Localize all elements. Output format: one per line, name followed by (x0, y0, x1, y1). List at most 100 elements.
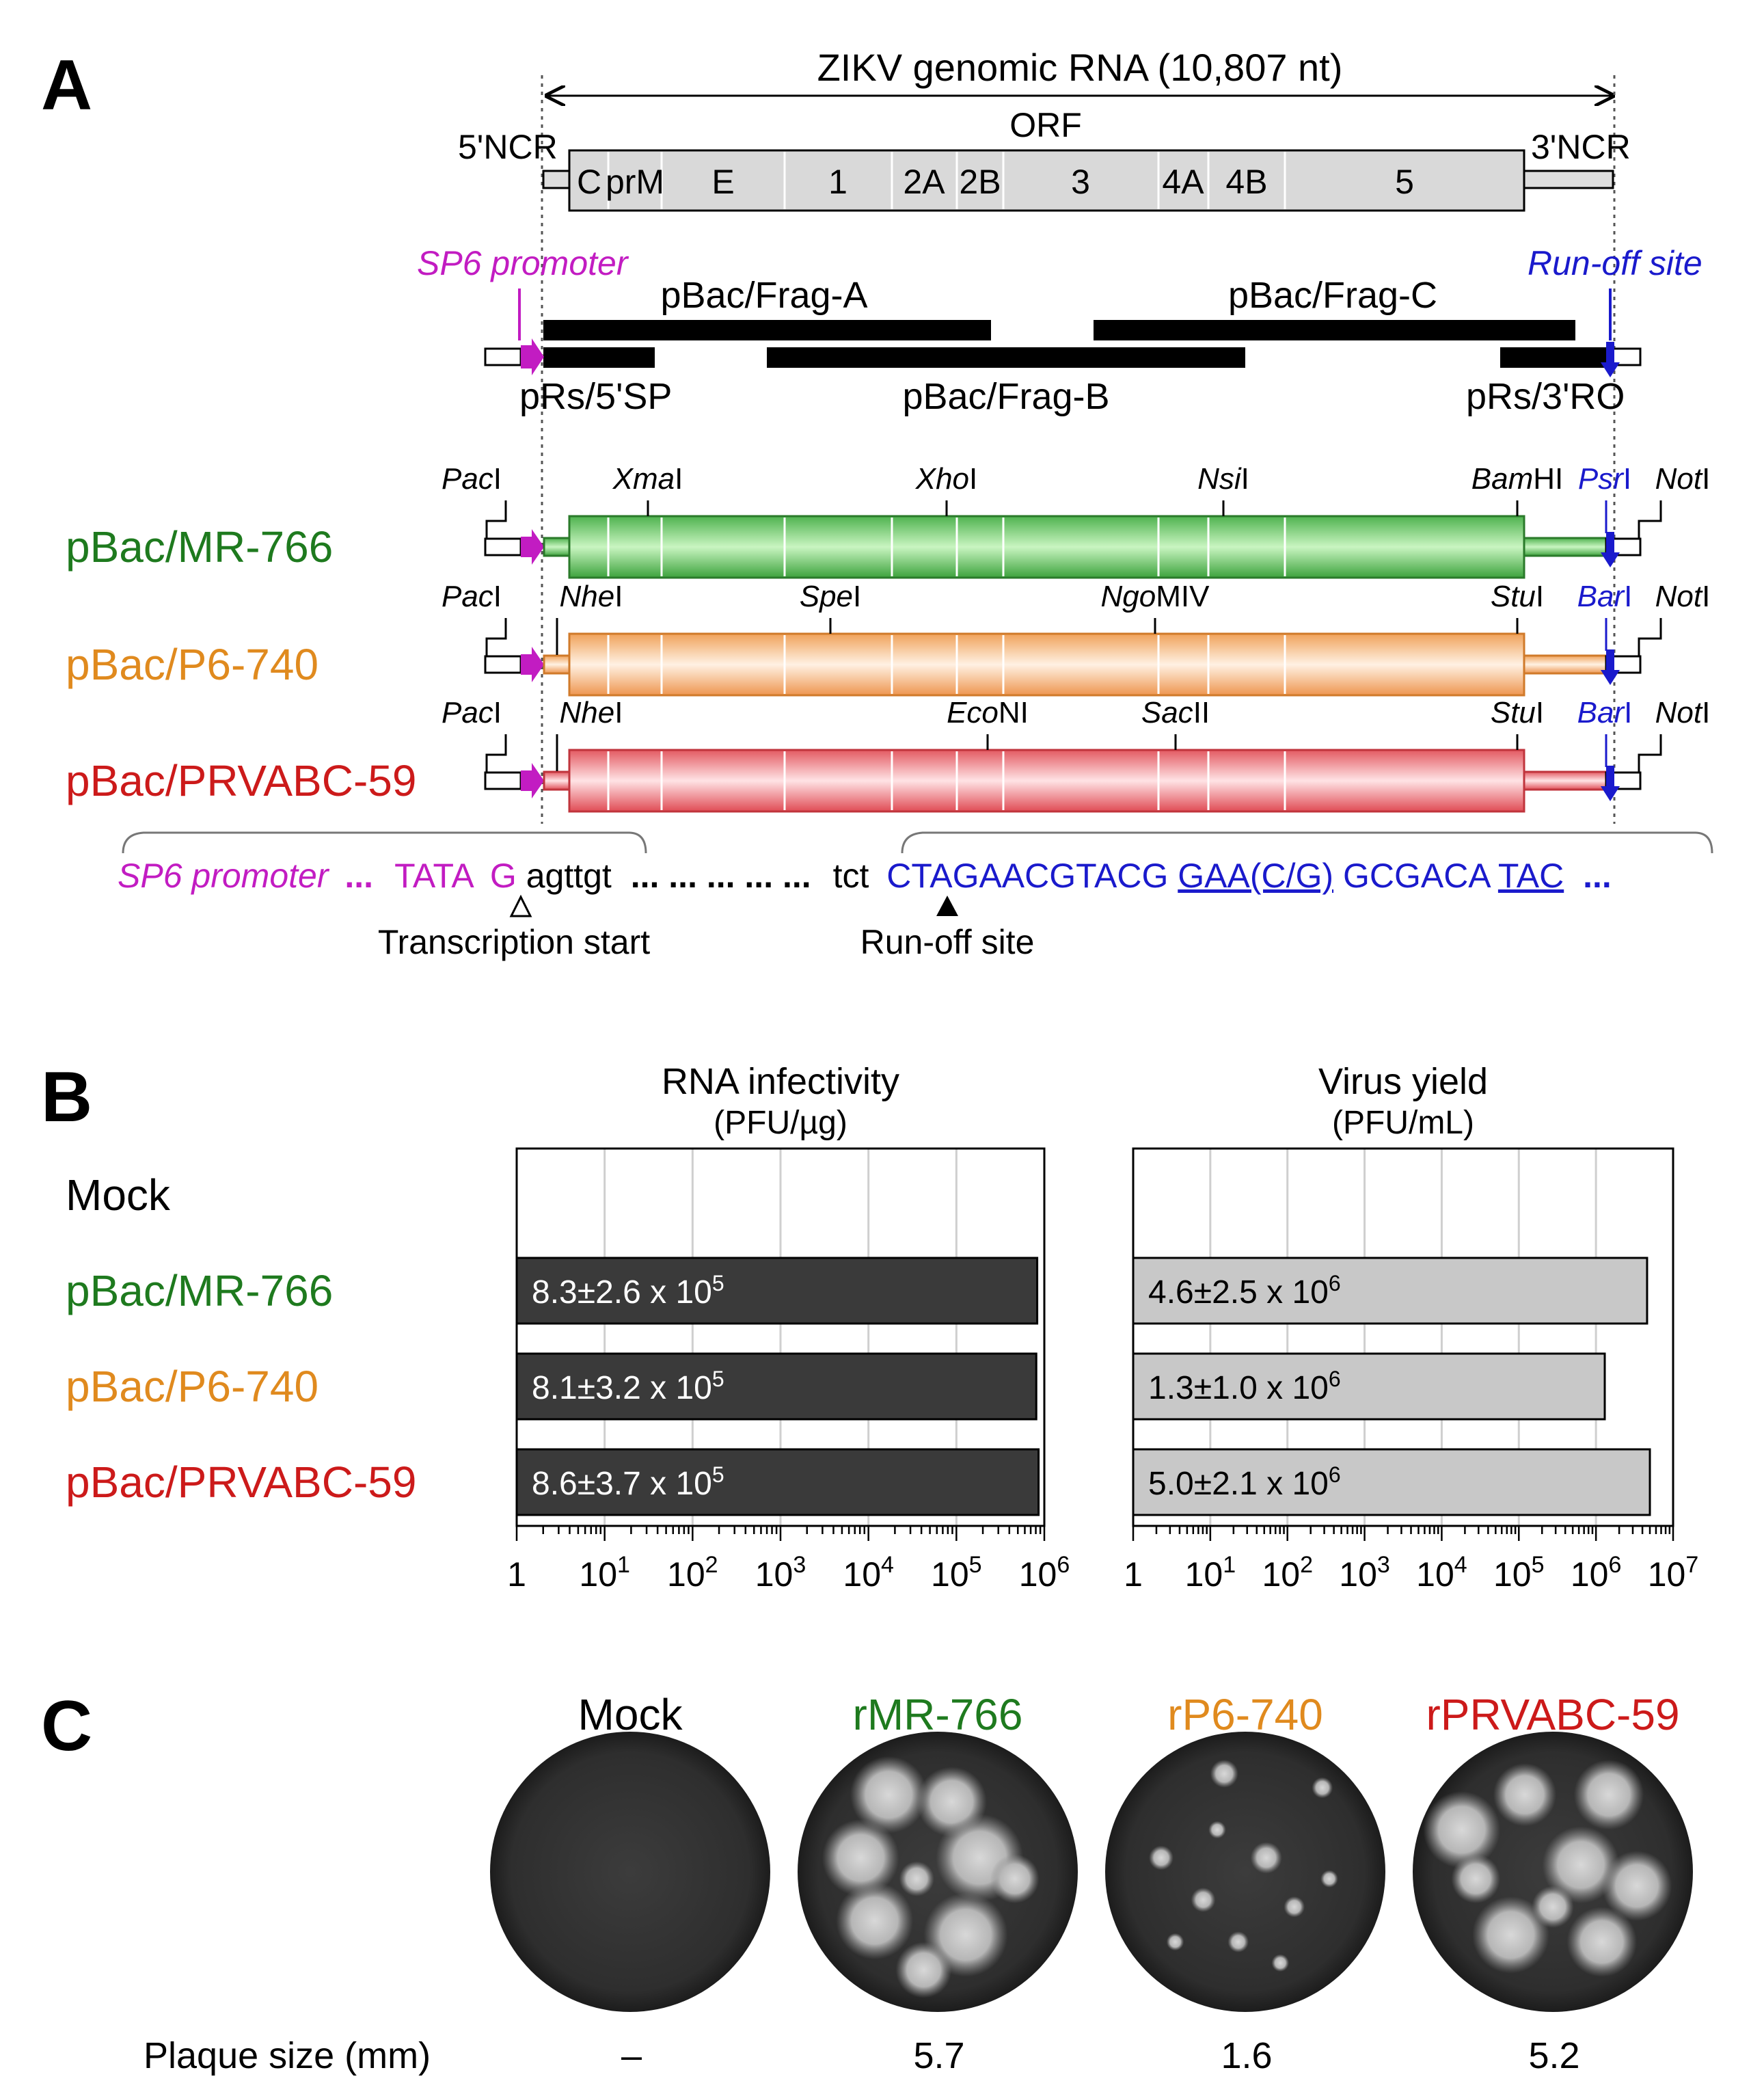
plaque (1532, 1885, 1574, 1928)
vector-stub (484, 655, 522, 674)
tick-label: 104 (1416, 1552, 1467, 1594)
bar (1132, 1257, 1648, 1325)
plaque (1149, 1845, 1173, 1870)
seq-dots: ... (344, 857, 373, 895)
runoff-arrow (1601, 532, 1620, 567)
panel-b: Mock pBac/MR-766 pBac/P6-740 pBac/PRVABC-59… (66, 1061, 1698, 1594)
tick-label: 104 (843, 1552, 894, 1594)
chart1-unit: (PFU/µg) (714, 1105, 847, 1141)
plaque (1573, 1760, 1644, 1830)
tick-label: 101 (579, 1552, 630, 1594)
restriction-site-label: BarI (1577, 696, 1633, 729)
frag-b-label: pBac/Frag-B (902, 376, 1109, 417)
plaque-size-value: – (621, 2035, 642, 2076)
restriction-site-label: PacI (442, 580, 502, 613)
plaque (1191, 1888, 1216, 1912)
orf-cylinder (568, 515, 1525, 579)
vector-stub-left (484, 347, 522, 366)
row-label: pBac/P6-740 (66, 1362, 318, 1411)
brace-right (901, 831, 1713, 854)
plaque (836, 1882, 914, 1960)
site-bracket (485, 500, 507, 539)
gene-labels: C prM E 1 2A 2B 3 4A 4B 5 (577, 163, 1414, 201)
plaque (1312, 1777, 1333, 1799)
plate-title: rMR-766 (853, 1690, 1023, 1739)
plaque (1250, 1842, 1282, 1874)
gene-label: 4A (1162, 163, 1204, 201)
restriction-site-label: StuI (1491, 696, 1544, 729)
plaque (1493, 1763, 1557, 1827)
plaque (850, 1756, 927, 1834)
genome-label: ZIKV genomic RNA (10,807 nt) (817, 46, 1343, 89)
sp6-promoter-arrow (521, 338, 544, 375)
ncr5-cylinder (543, 537, 571, 557)
runoff-arrow (1601, 649, 1620, 685)
plaque (990, 1854, 1040, 1904)
bar (515, 1257, 1039, 1325)
restriction-site-label: EcoNI (947, 696, 1029, 729)
seq-promoter: SP6 promoter (118, 857, 330, 895)
plaque (895, 1942, 952, 1998)
plaque (1451, 1854, 1501, 1904)
restriction-site-label: StuI (1491, 580, 1544, 613)
plaque (1542, 1826, 1620, 1904)
vector-stub (484, 771, 522, 790)
bar-value-label: 5.0±2.1 x 106 (1148, 1462, 1341, 1502)
tick-label: 103 (1339, 1552, 1390, 1594)
plaque (1208, 1821, 1226, 1839)
row-label: Mock (66, 1170, 171, 1220)
prs3-bar (1500, 347, 1606, 368)
plaque (1166, 1933, 1184, 1951)
frag-a-bar (543, 320, 991, 340)
sp6-arrow (521, 529, 544, 565)
runoff-site-bottom-label: Run-off site (860, 923, 1035, 961)
bar-value-label: 8.1±3.2 x 105 (532, 1367, 724, 1406)
restriction-site-label: NotI (1655, 580, 1711, 613)
bar-value-label: 8.3±2.6 x 105 (532, 1271, 724, 1311)
bar (1132, 1352, 1606, 1421)
restriction-site-label: NheI (560, 580, 623, 613)
construct-name: pBac/PRVABC-59 (66, 756, 416, 805)
bar-value-label: 4.6±2.5 x 106 (1148, 1271, 1341, 1311)
frag-c-bar (1094, 320, 1575, 340)
seq-blue2: GCGACA (1343, 857, 1491, 895)
seq-dots-end: ... (1583, 857, 1612, 895)
restriction-site-label: NheI (560, 696, 623, 729)
row-label: pBac/MR-766 (66, 1266, 333, 1315)
plaque (899, 1861, 934, 1896)
site-bracket (1638, 734, 1662, 773)
restriction-site-label: PacI (442, 462, 502, 496)
row-label: pBac/PRVABC-59 (66, 1458, 416, 1507)
tick-label: 107 (1648, 1552, 1699, 1594)
ncr5-label: 5'NCR (458, 128, 558, 166)
site-bracket (485, 734, 507, 773)
restriction-site-label: XhoI (915, 462, 978, 496)
tick-label: 101 (1185, 1552, 1236, 1594)
restriction-site-label: XmaI (612, 462, 683, 496)
gene-label: 3 (1071, 163, 1090, 201)
plaque (1423, 1791, 1501, 1868)
frag-b-bar (767, 347, 1245, 368)
seq-dots-mid: ... ... ... ... ... (631, 857, 811, 895)
sp6-arrow (521, 763, 544, 798)
transcription-start-label: Transcription start (378, 923, 650, 961)
plaque-size-value: 1.6 (1221, 2035, 1272, 2076)
plaque (1566, 1907, 1637, 1977)
plaque-size-value: 5.7 (913, 2035, 964, 2076)
vector-stub (484, 537, 522, 556)
plaque (1271, 1954, 1290, 1972)
plaque (1227, 1931, 1249, 1952)
ncr3-cylinder (1523, 654, 1607, 675)
plot-frame (1132, 1147, 1674, 1527)
tick-label: 102 (667, 1552, 718, 1594)
plate-title: rPRVABC-59 (1426, 1690, 1679, 1739)
seq-blue-underlined-1: GAA(C/G) (1178, 857, 1333, 895)
site-bracket (1638, 500, 1662, 539)
bar (1132, 1448, 1651, 1516)
ncr5-cylinder (543, 654, 571, 675)
